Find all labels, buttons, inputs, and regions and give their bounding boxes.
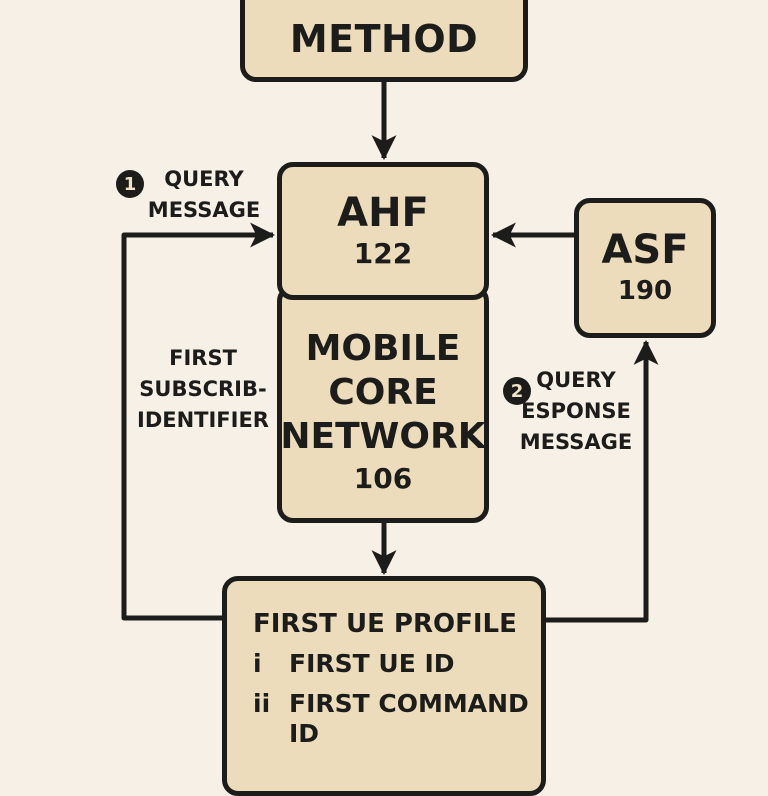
step-2-badge: 2: [503, 377, 531, 405]
node-ahf-number: 122: [353, 237, 413, 270]
node-first-ue-profile: FIRST UE PROFILE i FIRST UE ID ii FIRST …: [222, 576, 546, 796]
node-asf-title: ASF: [601, 227, 689, 273]
node-asf-number: 190: [617, 276, 673, 306]
first-subscriber-identifier-line-2: SUBSCRIB-: [139, 377, 267, 401]
step-1-badge: 1: [116, 170, 144, 198]
profile-item-marker: i: [253, 649, 262, 678]
profile-item-text: FIRST COMMAND ID: [289, 689, 529, 748]
first-subscriber-identifier-line-1: FIRST: [169, 346, 237, 370]
node-mcn-title-line-2: CORE: [328, 372, 438, 413]
node-asf: ASF 190: [574, 198, 716, 338]
query-response-line-1: QUERY: [536, 368, 616, 392]
node-mcn-title-line-1: MOBILE: [305, 328, 461, 369]
node-mcn-title-line-3: NETWORK: [280, 416, 486, 457]
node-profile-title: FIRST UE PROFILE: [253, 609, 517, 639]
first-subscriber-identifier-line-3: IDENTIFIER: [137, 408, 269, 432]
connector-layer: [121, 82, 659, 623]
edge-profile-to-asf-response: [546, 339, 659, 623]
node-ahf-title: AHF: [337, 190, 429, 236]
profile-item: i FIRST UE ID: [253, 649, 539, 679]
profile-item-text: FIRST UE ID: [289, 649, 455, 678]
query-response-line-2: ESPONSE: [521, 399, 631, 423]
node-mobile-core-network: MOBILE CORE NETWORK 106: [277, 285, 489, 523]
query-message-line-1: QUERY: [164, 167, 244, 191]
node-method: METHOD: [240, 0, 528, 82]
edge-profile-to-ahf-query: [121, 222, 276, 621]
diagram-canvas: METHOD AHF 122 MOBILE CORE NETWORK 106 A…: [116, 0, 716, 796]
node-method-title: METHOD: [289, 17, 479, 61]
query-message-line-2: MESSAGE: [147, 198, 261, 222]
query-message-label: QUERY MESSAGE: [144, 164, 264, 226]
profile-item: ii FIRST COMMAND ID: [253, 689, 539, 749]
query-response-line-3: MESSAGE: [519, 430, 633, 454]
query-response-message-label: QUERY ESPONSE MESSAGE: [512, 365, 640, 458]
first-subscriber-identifier-label: FIRST SUBSCRIB- IDENTIFIER: [130, 343, 276, 436]
node-ahf: AHF 122: [277, 162, 489, 300]
node-mcn-number: 106: [353, 462, 413, 495]
profile-item-marker: ii: [253, 689, 271, 718]
